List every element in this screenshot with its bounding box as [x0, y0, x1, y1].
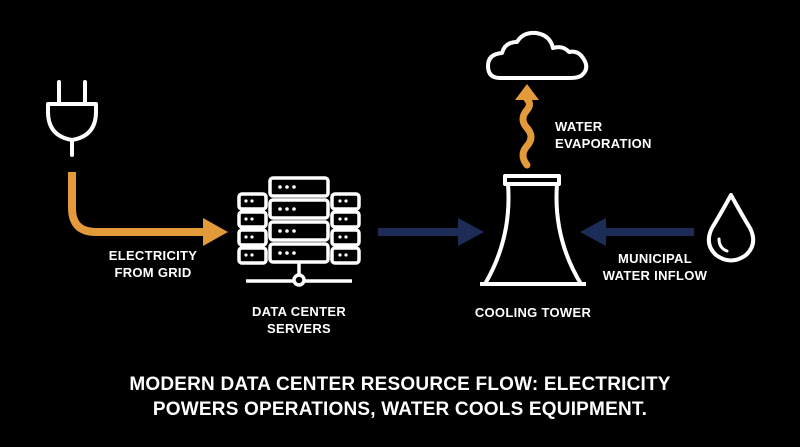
cooling-tower-label: COOLING TOWER	[448, 304, 618, 321]
caption-line1: MODERN DATA CENTER RESOURCE FLOW: ELECTR…	[129, 374, 671, 395]
electricity-arrow	[68, 172, 228, 246]
electricity-label-line2: FROM GRID	[114, 265, 192, 280]
electric-plug-icon	[46, 80, 98, 157]
evaporation-label-line1: WATER	[555, 119, 603, 134]
diagram-caption: MODERN DATA CENTER RESOURCE FLOW: ELECTR…	[0, 372, 800, 422]
server-rack-lights	[244, 185, 348, 257]
inflow-label: MUNICIPAL WATER INFLOW	[590, 250, 720, 284]
evaporation-label: WATER EVAPORATION	[555, 118, 685, 152]
water-drop-icon	[706, 193, 756, 263]
water-inflow-arrow	[580, 218, 694, 246]
evaporation-label-line2: EVAPORATION	[555, 136, 652, 151]
inflow-label-line1: MUNICIPAL	[618, 251, 692, 266]
caption-line2: POWERS OPERATIONS, WATER COOLS EQUIPMENT…	[152, 399, 648, 420]
electricity-label-line1: ELECTRICITY	[108, 248, 198, 263]
servers-label: DATA CENTER SERVERS	[224, 303, 374, 337]
cloud-icon	[486, 30, 589, 80]
evaporation-arrow	[515, 84, 539, 169]
electricity-label: ELECTRICITY FROM GRID	[87, 247, 219, 281]
servers-label-line1: DATA CENTER	[251, 304, 347, 319]
cooling-tower-icon	[480, 174, 586, 286]
cooling-tower-label-text: COOLING TOWER	[474, 305, 592, 320]
servers-to-tower-arrow	[378, 218, 484, 246]
servers-label-line2: SERVERS	[267, 321, 331, 336]
inflow-label-line2: WATER INFLOW	[602, 268, 708, 283]
server-rack-icon	[237, 176, 361, 287]
